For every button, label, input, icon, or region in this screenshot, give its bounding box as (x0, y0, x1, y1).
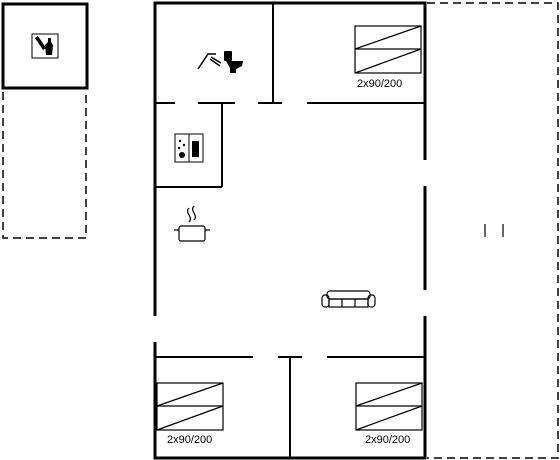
interior-walls (155, 3, 425, 458)
bed-size-label: 2x90/200 (167, 434, 212, 446)
bedroom-top-right: 2x90/200 (354, 25, 422, 90)
bedroom-bottom-right: 2x90/200 (355, 382, 423, 446)
annex-wall (1, 2, 89, 90)
sofa-icon (321, 290, 376, 308)
annex-covered-area (2, 92, 87, 239)
living-room (321, 290, 376, 308)
terrace (427, 2, 559, 459)
toilet-icon (224, 51, 243, 73)
bed-size-label: 2x90/200 (357, 78, 402, 90)
cooking-pot-icon (174, 205, 210, 242)
bed-size-label: 2x90/200 (365, 434, 410, 446)
kitchen (174, 205, 210, 242)
twin-bed-icon (156, 382, 224, 431)
twin-bed-icon (355, 382, 423, 431)
utility-tools-icon (31, 33, 59, 59)
shower-icon (197, 53, 222, 70)
washer-dryer-icon (174, 133, 204, 163)
bathroom (197, 51, 243, 73)
bedroom-bottom-left: 2x90/200 (156, 382, 224, 446)
twin-bed-icon (354, 25, 422, 74)
terrace-outline (427, 2, 559, 459)
utility-room (174, 133, 204, 163)
annex (1, 2, 89, 239)
terrace-posts-icon (484, 224, 504, 237)
